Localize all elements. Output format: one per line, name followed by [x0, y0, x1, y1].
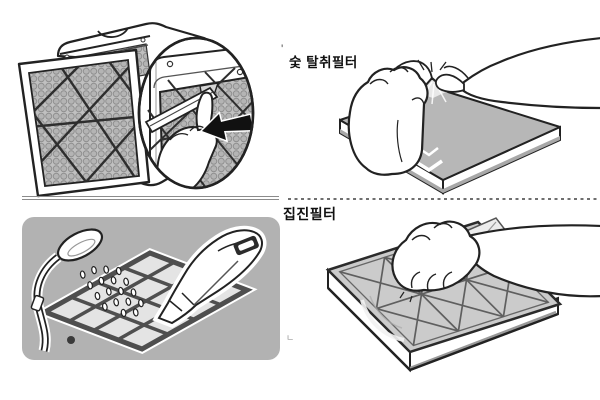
shower-head-icon — [30, 228, 104, 353]
gripping-hand-icon — [391, 220, 481, 303]
section-divider-solid — [22, 196, 279, 200]
deodorizing-filter-label: 숯 탈취필터 — [289, 55, 358, 70]
front-grille-icon — [17, 48, 151, 198]
handheld-vacuum-icon — [152, 225, 267, 328]
filter-cleaning-drawing — [30, 225, 267, 360]
dust-filter-label: 집진필터 — [283, 206, 337, 222]
deodorizing-filter-film-peel-drawing — [339, 37, 600, 195]
print-tick-artifact: ' — [281, 42, 284, 56]
dust-filter-film-peel-drawing — [300, 217, 600, 373]
print-corner-artifact: ㄴ — [286, 333, 295, 343]
left-hand-icon — [347, 60, 433, 176]
right-arm-icon — [435, 37, 600, 110]
grille-removal-drawing — [17, 22, 255, 198]
right-arm-icon — [466, 224, 600, 298]
section-divider-dashed — [288, 198, 600, 200]
filter-cleaning-panel — [22, 217, 280, 360]
water-droplets-icon — [79, 265, 144, 318]
magnifier-circle — [137, 36, 255, 190]
